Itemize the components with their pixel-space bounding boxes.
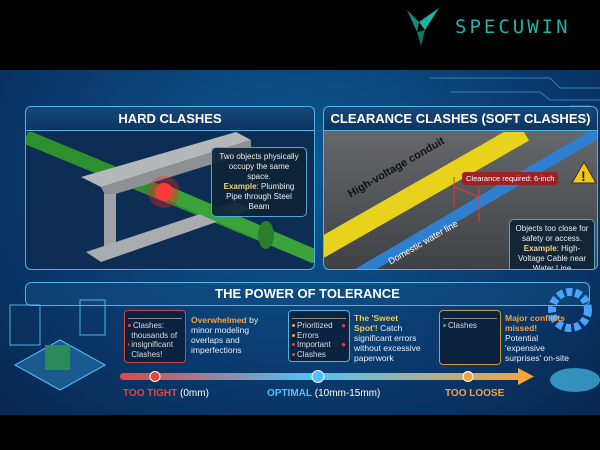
too-tight-note: Overwhelmed by minor modeling overlaps a… <box>191 315 261 355</box>
note-bold: Overwhelmed <box>191 315 247 325</box>
example-label: Example <box>223 182 257 191</box>
list-item-text: Clashes <box>297 349 326 359</box>
note-bold: The 'Sweet Spot'! <box>354 313 399 333</box>
note-bold: Major conflicts missed! <box>505 313 565 333</box>
list-item: Prioritized ● <box>292 321 346 331</box>
list-item: thousands of insignificant Clashes! <box>128 331 182 360</box>
warning-icon: ! <box>571 160 597 184</box>
svg-text:!: ! <box>581 168 586 184</box>
list-item: Clashes <box>443 321 497 331</box>
specuwin-logo: SPECUWIN <box>405 6 595 46</box>
label-text: OPTIMAL <box>267 388 312 399</box>
example-label: Example <box>523 244 557 253</box>
list-item: Important ● <box>292 340 346 350</box>
bim-laptop-illustration <box>9 299 107 391</box>
list-item-text: thousands of insignificant Clashes! <box>131 330 178 359</box>
example-text: : Plumbing Pipe through Steel Beam <box>226 182 295 211</box>
panel-title: CLEARANCE CLASHES (SOFT CLASHES) <box>324 107 597 131</box>
note-text: Potential 'expensive surprises' on-site <box>505 333 569 363</box>
bird-logo-icon <box>407 8 439 46</box>
note-text: by minor modeling overlaps and imperfect… <box>191 315 259 355</box>
too-tight-clash-list: Clashes: thousands of insignificant Clas… <box>124 310 186 363</box>
infographic: HARD CLASHES Two objects physically occu… <box>0 70 600 415</box>
label-text: TOO TIGHT <box>123 388 178 399</box>
callout-text: Two objects physically occupy the same s… <box>219 152 299 181</box>
panel-title: HARD CLASHES <box>26 107 314 131</box>
gear-icon <box>548 288 600 392</box>
conduit-water-illustration: ! <box>324 132 597 269</box>
optimal-label: OPTIMAL (10mm-15mm) <box>267 388 380 399</box>
list-item: Clashes <box>292 350 346 360</box>
alert-icon: ● <box>341 340 346 349</box>
list-item-text: Prioritized <box>297 321 333 330</box>
label-value: (0mm) <box>177 388 209 399</box>
alert-icon: ● <box>341 321 346 330</box>
circuit-decoration-icon <box>430 77 600 107</box>
list-item-text: Clashes: <box>133 321 165 330</box>
list-item: Errors <box>292 331 346 341</box>
label-value: (10mm-15mm) <box>312 388 381 399</box>
hard-clashes-panel: HARD CLASHES Two objects physically occu… <box>25 106 315 270</box>
list-item-text: Clashes <box>448 321 477 330</box>
too-tight-label: TOO TIGHT (0mm) <box>123 388 209 399</box>
brand-wordmark: SPECUWIN <box>455 16 571 38</box>
too-loose-marker <box>462 371 474 382</box>
too-loose-label: TOO LOOSE <box>445 388 505 399</box>
callout-text: Objects too close for safety or access. <box>515 224 589 243</box>
clearance-tag: Clearance required: 6-inch <box>462 172 559 185</box>
too-loose-note: Major conflicts missed! Potential 'expen… <box>505 313 570 363</box>
too-tight-marker <box>149 371 161 382</box>
note-text: Catch significant errors without excessi… <box>354 323 421 363</box>
hard-clash-callout: Two objects physically occupy the same s… <box>211 147 307 217</box>
soft-clash-callout: Objects too close for safety or access. … <box>509 219 595 270</box>
too-loose-clash-list: Clashes <box>439 310 501 365</box>
optimal-marker <box>311 370 325 383</box>
list-item-text: Errors <box>297 330 319 340</box>
clearance-clashes-panel: CLEARANCE CLASHES (SOFT CLASHES) ! High-… <box>323 106 598 270</box>
optimal-note: The 'Sweet Spot'! Catch significant erro… <box>354 313 424 363</box>
list-item-text: Important <box>297 340 331 349</box>
example-text: : High-Voltage Cable near Water Line <box>517 244 587 270</box>
list-item: Clashes: <box>128 321 182 331</box>
tolerance-title: THE POWER OF TOLERANCE <box>25 282 590 306</box>
tolerance-scale-arrow <box>120 368 534 385</box>
optimal-clash-list: Prioritized ● Errors Important ● Clashes <box>288 310 350 362</box>
